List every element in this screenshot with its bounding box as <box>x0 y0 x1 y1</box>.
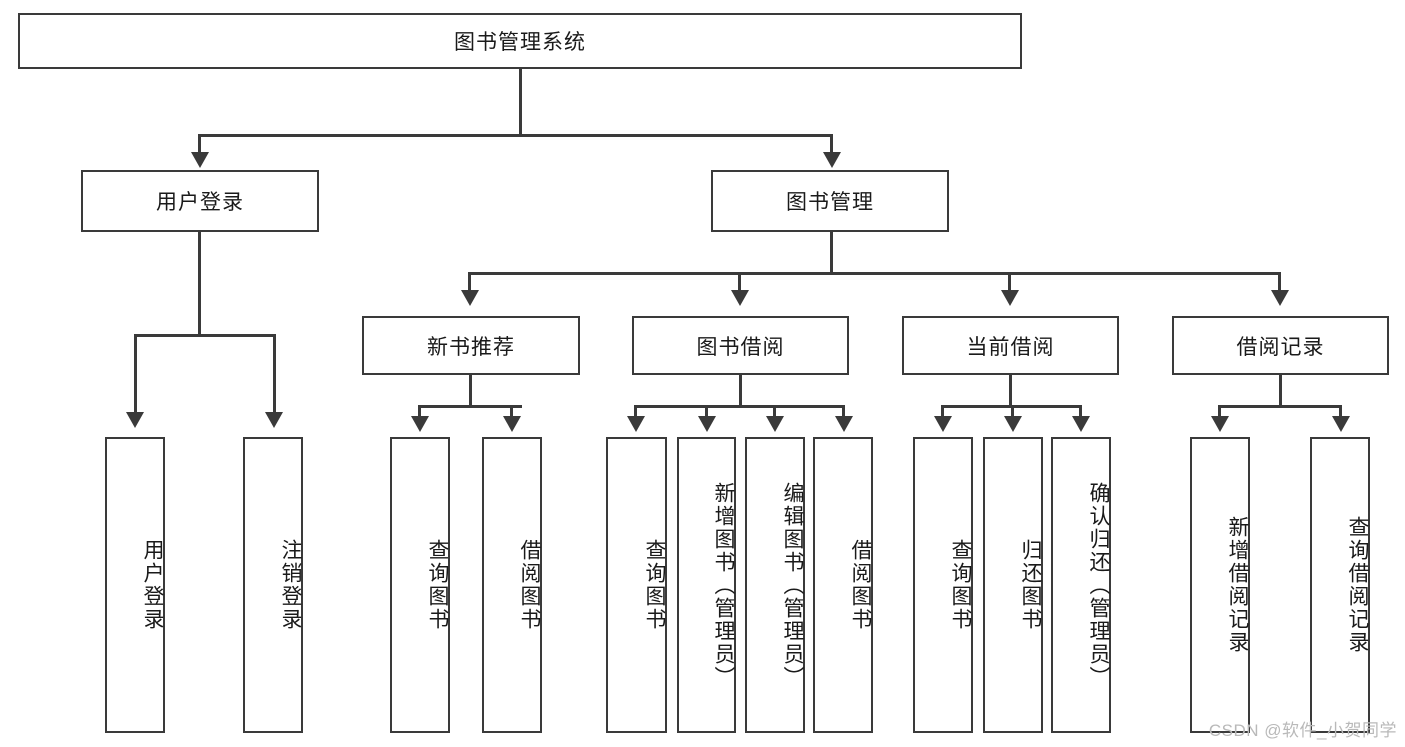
node-book-borrow[interactable]: 图书借阅 <box>632 316 849 375</box>
leaf-confirm-return-admin-label: 确认归还（管理员） <box>1087 481 1110 689</box>
leaf-new-books-borrow-book-label: 借阅图书 <box>518 539 541 631</box>
edge-borrow-to-leaf-3 <box>773 405 776 419</box>
leaf-borrow-borrow-book-label: 借阅图书 <box>849 539 872 631</box>
leaf-current-query-book[interactable]: 查询图书 <box>913 437 973 733</box>
leaf-logout-login[interactable]: 注销登录 <box>243 437 303 733</box>
edge-borrow-to-leaf-2 <box>705 405 708 419</box>
arrow-book-mgmt-to-current <box>1001 290 1019 306</box>
edge-records-stem <box>1279 375 1282 407</box>
arrow-root-to-book-mgmt <box>823 152 841 168</box>
leaf-edit-book-admin-label: 编辑图书（管理员） <box>781 481 804 689</box>
edge-user-login-to-leaf-1 <box>134 334 137 418</box>
edge-records-bar <box>1218 405 1342 408</box>
arrow-current-to-leaf-3 <box>1072 416 1090 432</box>
edge-borrow-stem <box>739 375 742 407</box>
edge-book-mgmt-bar <box>468 272 1280 275</box>
node-book-management[interactable]: 图书管理 <box>711 170 949 232</box>
node-borrow-records-label: 借阅记录 <box>1236 335 1325 359</box>
arrow-book-mgmt-to-borrow <box>731 290 749 306</box>
leaf-edit-book-admin[interactable]: 编辑图书（管理员） <box>745 437 805 733</box>
edge-root-bar <box>198 134 833 137</box>
leaf-user-login-label: 用户登录 <box>141 539 164 631</box>
edge-new-books-stem <box>469 375 472 407</box>
node-current-borrow-label: 当前借阅 <box>966 335 1055 359</box>
arrow-current-to-leaf-1 <box>934 416 952 432</box>
edge-book-mgmt-to-current <box>1008 272 1011 294</box>
arrow-records-to-leaf-2 <box>1332 416 1350 432</box>
node-borrow-records[interactable]: 借阅记录 <box>1172 316 1389 375</box>
leaf-add-book-admin[interactable]: 新增图书（管理员） <box>677 437 736 733</box>
leaf-current-query-book-label: 查询图书 <box>949 539 972 631</box>
edge-borrow-to-leaf-4 <box>842 405 845 419</box>
edge-book-mgmt-to-borrow <box>738 272 741 294</box>
edge-borrow-to-leaf-1 <box>634 405 637 419</box>
leaf-new-books-borrow-book[interactable]: 借阅图书 <box>482 437 542 733</box>
node-new-book-recommend[interactable]: 新书推荐 <box>362 316 580 375</box>
leaf-confirm-return-admin[interactable]: 确认归还（管理员） <box>1051 437 1111 733</box>
leaf-new-books-query-book[interactable]: 查询图书 <box>390 437 450 733</box>
arrow-book-mgmt-to-new-books <box>461 290 479 306</box>
edge-records-to-leaf-1 <box>1218 405 1221 419</box>
arrow-book-mgmt-to-records <box>1271 290 1289 306</box>
edge-current-to-leaf-2 <box>1011 405 1014 419</box>
edge-user-login-to-leaf-2 <box>273 334 276 418</box>
leaf-user-login[interactable]: 用户登录 <box>105 437 165 733</box>
edge-current-to-leaf-3 <box>1079 405 1082 419</box>
node-book-borrow-label: 图书借阅 <box>696 335 785 359</box>
edge-book-mgmt-to-records <box>1278 272 1281 294</box>
leaf-add-borrow-record[interactable]: 新增借阅记录 <box>1190 437 1250 733</box>
edge-root-stem <box>519 69 522 136</box>
edge-user-login-bar <box>134 334 276 337</box>
arrow-user-login-to-leaf-2 <box>265 412 283 428</box>
edge-root-to-book-mgmt <box>830 134 833 158</box>
arrow-borrow-to-leaf-1 <box>627 416 645 432</box>
arrow-borrow-to-leaf-3 <box>766 416 784 432</box>
arrow-user-login-to-leaf-1 <box>126 412 144 428</box>
edge-book-mgmt-to-new-books <box>468 272 471 294</box>
leaf-logout-login-label: 注销登录 <box>279 539 302 631</box>
edge-current-to-leaf-1 <box>941 405 944 419</box>
leaf-return-book[interactable]: 归还图书 <box>983 437 1043 733</box>
leaf-borrow-query-book[interactable]: 查询图书 <box>606 437 667 733</box>
arrow-borrow-to-leaf-4 <box>835 416 853 432</box>
node-root-label: 图书管理系统 <box>454 31 586 54</box>
arrow-borrow-to-leaf-2 <box>698 416 716 432</box>
leaf-new-books-query-book-label: 查询图书 <box>426 539 449 631</box>
edge-records-to-leaf-2 <box>1339 405 1342 419</box>
edge-new-books-bar <box>418 405 522 408</box>
edge-user-login-stem <box>198 232 201 336</box>
edge-new-books-to-leaf-2 <box>510 405 513 419</box>
leaf-query-borrow-record-label: 查询借阅记录 <box>1346 516 1369 654</box>
arrow-current-to-leaf-2 <box>1004 416 1022 432</box>
arrow-new-books-to-leaf-2 <box>503 416 521 432</box>
edge-current-stem <box>1009 375 1012 407</box>
arrow-new-books-to-leaf-1 <box>411 416 429 432</box>
arrow-root-to-user-login <box>191 152 209 168</box>
edge-borrow-bar <box>634 405 845 408</box>
leaf-borrow-borrow-book[interactable]: 借阅图书 <box>813 437 873 733</box>
node-user-login-label: 用户登录 <box>156 191 244 214</box>
node-root[interactable]: 图书管理系统 <box>18 13 1022 69</box>
leaf-borrow-query-book-label: 查询图书 <box>643 539 666 631</box>
leaf-query-borrow-record[interactable]: 查询借阅记录 <box>1310 437 1370 733</box>
edge-book-mgmt-stem <box>830 232 833 274</box>
node-user-login[interactable]: 用户登录 <box>81 170 319 232</box>
node-current-borrow[interactable]: 当前借阅 <box>902 316 1119 375</box>
leaf-add-book-admin-label: 新增图书（管理员） <box>712 481 735 689</box>
leaf-return-book-label: 归还图书 <box>1019 539 1042 631</box>
edge-root-to-user-login <box>198 134 201 158</box>
node-book-management-label: 图书管理 <box>786 191 874 214</box>
arrow-records-to-leaf-1 <box>1211 416 1229 432</box>
leaf-add-borrow-record-label: 新增借阅记录 <box>1226 516 1249 654</box>
node-new-book-recommend-label: 新书推荐 <box>427 335 515 359</box>
edge-new-books-to-leaf-1 <box>418 405 421 419</box>
